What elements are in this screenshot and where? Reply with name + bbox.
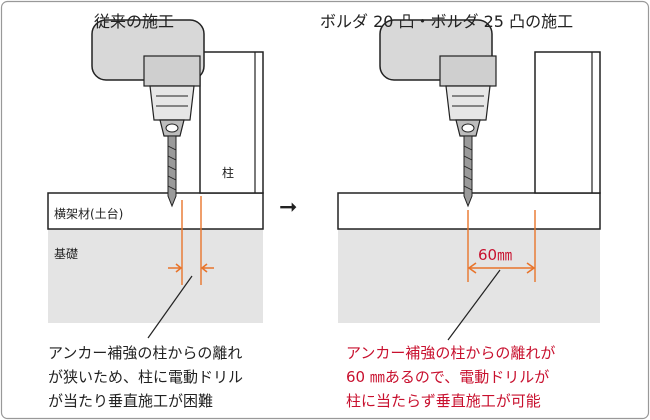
- left-caption: アンカー補強の柱からの離れ が狭いため、柱に電動ドリル が当たり垂直施工が困難: [48, 341, 288, 413]
- right-drill-chuck: [445, 85, 491, 121]
- right-measure-arrow-left: [467, 262, 477, 274]
- right-caption-line-3: 柱に当たらず垂直施工が可能: [346, 392, 541, 410]
- left-measure-arrow-in: [168, 263, 183, 273]
- right-measure-arrow-right: [526, 262, 536, 274]
- right-caption-line-1: アンカー補強の柱からの離れが: [346, 344, 556, 362]
- left-foundation: [48, 229, 263, 323]
- left-panel: [47, 19, 264, 339]
- left-caption-line-2: が狭いため、柱に電動ドリル: [48, 368, 244, 386]
- left-measure-arrow-out: [200, 263, 214, 273]
- pillar-label: 柱: [222, 166, 235, 180]
- left-caption-line-3: が当たり垂直施工が困難: [48, 392, 214, 410]
- right-leader-line: [447, 269, 501, 341]
- right-drill: [379, 19, 497, 208]
- foundation-label: 基礎: [54, 247, 79, 261]
- left-title: 従来の施工: [94, 12, 175, 31]
- right-title: ボルダ 20 凸・ボルダ 25 凸の施工: [320, 12, 574, 31]
- left-pillar: [199, 51, 264, 194]
- beam-label: 横架材(土台): [54, 207, 124, 221]
- left-beam: [47, 192, 264, 230]
- left-drill-neck: [143, 55, 201, 87]
- left-leader-line: [147, 275, 193, 339]
- left-drill-chuck: [149, 85, 195, 121]
- right-pillar: [534, 51, 601, 194]
- right-caption-line-2: 60 ㎜あるので、電動ドリルが: [346, 368, 550, 386]
- right-panel: [337, 19, 601, 341]
- left-drill: [91, 19, 205, 208]
- right-caption: アンカー補強の柱からの離れが 60 ㎜あるので、電動ドリルが 柱に当たらず垂直施…: [346, 341, 606, 413]
- right-measure-label: 60㎜: [478, 246, 513, 264]
- right-foundation: [338, 229, 600, 323]
- right-arrow-icon: ➞: [279, 195, 298, 220]
- left-caption-line-1: アンカー補強の柱からの離れ: [48, 344, 243, 362]
